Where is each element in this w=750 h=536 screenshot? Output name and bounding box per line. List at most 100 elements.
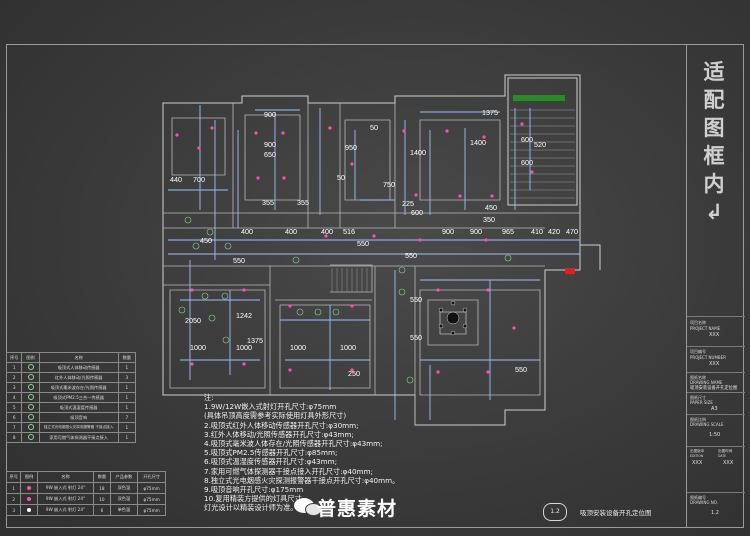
table-header-cell: 数量	[93, 471, 111, 483]
title-block-label-en: PROJECT NUMBER	[690, 355, 726, 360]
table-cell: 1	[117, 362, 137, 373]
downlight-icon	[20, 504, 38, 516]
dimension-label: 450	[200, 236, 212, 245]
title-block-label: 项目名称	[690, 320, 706, 325]
table-cell: 3	[117, 372, 137, 383]
side-title-char: 框	[703, 144, 725, 168]
dimension-label: 750	[383, 180, 395, 189]
side-title-char: 内	[703, 172, 725, 196]
drawing-frame	[6, 44, 744, 528]
title-block-row: 项目名称 PROJECT NAME XXX	[687, 316, 745, 347]
table-header-cell: 序号	[5, 471, 22, 483]
title-block-label-en: PROJECT NAME	[690, 326, 721, 331]
table-cell: 2	[5, 372, 23, 383]
bedroom-ceiling-1	[169, 289, 266, 389]
table-header-cell: 序号	[5, 352, 23, 363]
legend-symbol-icon	[21, 372, 40, 383]
dimension-label: 350	[483, 215, 495, 224]
table-cell: 1	[5, 482, 22, 494]
table-header-cell: 名称	[36, 471, 95, 483]
dimension-label: 1242	[236, 311, 252, 320]
dimension-label: 50	[370, 123, 378, 132]
title-block-label-en: DRAWING NAME	[690, 380, 723, 385]
table-cell: 双色温	[109, 493, 139, 505]
title-block-value: XXX	[709, 361, 720, 367]
dimension-label: 900	[264, 140, 276, 149]
table-cell: 10	[93, 493, 111, 505]
title-block-value: A3	[711, 406, 718, 412]
title-block-value: XXX	[709, 332, 720, 338]
note-line: 8.独立式光电烟感火灾探测报警器干接点开孔尺寸:φ40mm。	[204, 475, 400, 485]
dimension-lines	[168, 105, 580, 420]
drawing-number-badge: 1.2	[543, 503, 567, 521]
side-title: 适 配 图 框 内 ↲	[698, 58, 730, 226]
device-markers-green	[178, 216, 512, 384]
title-block-label: 项目编号	[690, 349, 706, 354]
title-block-value: 1:50	[709, 432, 721, 438]
bathroom-ceiling	[171, 117, 226, 176]
dimension-label: 400	[241, 227, 253, 236]
balcony-outline	[507, 77, 578, 206]
dimension-label: 1000	[340, 343, 356, 352]
dimension-label: 550	[410, 295, 422, 304]
dimension-label: 410	[531, 227, 543, 236]
table-cell: 4	[5, 392, 23, 403]
dimension-label: 400	[321, 227, 333, 236]
dining-table	[427, 299, 479, 346]
balcony-device-tag	[513, 95, 565, 101]
table-cell: 6	[93, 504, 111, 516]
legend-symbol-icon	[21, 432, 40, 443]
title-block-label-en: EDITION	[690, 454, 704, 458]
dimension-label: 250	[348, 369, 360, 378]
title-block-value: 吸顶安装设备开孔定位图	[690, 386, 738, 391]
note-line: 2.吸顶式红外人体移动传感器开孔尺寸:φ30mm;	[204, 420, 359, 430]
dimension-label: 225	[402, 199, 414, 208]
note-line: 7.家用可燃气体探测器干接点接入开孔尺寸:φ40mm;	[204, 466, 373, 476]
table-cell: 1	[117, 382, 137, 393]
dimension-label: 950	[345, 143, 357, 152]
table-cell: 1	[117, 432, 137, 443]
dimension-label: 550	[357, 239, 369, 248]
title-block-label-en: DATE	[718, 454, 727, 458]
table-cell: φ75mm	[137, 482, 166, 494]
table-cell: 9W 嵌入式 射灯 24°	[36, 504, 95, 516]
side-title-char: 适	[703, 60, 725, 84]
interior-walls	[163, 103, 580, 425]
table-cell: φ75mm	[137, 493, 166, 505]
title-block-label: 出图时间	[718, 449, 733, 453]
note-line: 1.9W/12W嵌入式射灯开孔尺寸:φ75mm	[204, 402, 337, 412]
table-cell: 3	[5, 504, 22, 516]
table-header-cell: 产品参数	[109, 471, 139, 483]
note-line: 注:	[204, 393, 214, 402]
dimension-label: 550	[233, 256, 245, 265]
table-cell: 2	[5, 493, 22, 505]
wardrobe-lines	[331, 268, 368, 292]
title-block-label: 图纸比例	[690, 417, 706, 422]
dimension-label: 900	[470, 227, 482, 236]
table-cell: 5	[5, 402, 23, 413]
table-cell: 7	[117, 412, 137, 423]
downlight-icon	[20, 493, 38, 505]
table-row: 1 9W 嵌入式 射灯 24° 18 双色温 φ75mm	[5, 482, 166, 494]
title-block-value: XXX	[723, 460, 734, 466]
drawing-caption: 吸顶安装设备开孔定位图	[580, 509, 652, 517]
table-cell: 18	[93, 482, 111, 494]
table-header-cell: 图例	[20, 471, 38, 483]
title-block-row: 出图版本 EDITION XXX 出图时间 DATE XXX	[687, 446, 745, 467]
title-block-label: 图纸名称	[690, 375, 706, 380]
entrance-marker	[565, 268, 575, 274]
table-row: 4 吸顶式PM2.5三合一传感器 1	[5, 392, 137, 403]
dimension-label: 550	[515, 365, 527, 374]
table-cell: 1	[5, 362, 23, 373]
legend-symbol-icon	[21, 362, 40, 373]
table-cell: 吸顶音响	[38, 412, 119, 423]
table-header-cell: 数量	[117, 352, 137, 363]
table-cell: 独立式光电烟感火灾探测报警器 干接点接入	[38, 422, 119, 433]
title-block: 项目名称 PROJECT NAME XXX 项目编号 PROJECT NUMBE…	[686, 44, 745, 528]
table-header-row: 序号 图例 名称 数量 产品参数 开孔尺寸	[5, 471, 166, 483]
table-cell: 9W 嵌入式 射灯 24°	[36, 493, 95, 505]
table-cell: 8	[5, 432, 23, 443]
